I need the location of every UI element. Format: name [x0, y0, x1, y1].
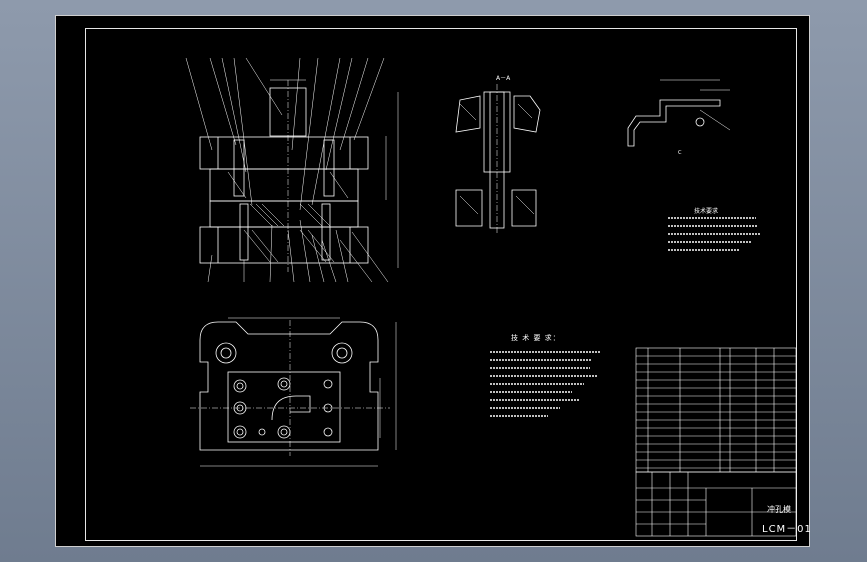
tech-notes-block-1: [668, 217, 760, 251]
title-block-name: 冲孔模: [767, 505, 791, 514]
parts-list: [635, 347, 797, 473]
title-block: [635, 471, 797, 537]
section-a-a: [455, 84, 541, 234]
tech-requirements-heading-1: 技术要求: [694, 208, 719, 215]
detail-label: C: [678, 150, 682, 156]
part-detail: [627, 79, 731, 147]
section-label: A－A: [496, 75, 511, 82]
tech-notes-block-2: [490, 351, 600, 417]
front-section-view: [185, 57, 399, 283]
drawing-sheet: [55, 15, 810, 547]
plan-view: [190, 317, 397, 467]
tech-requirements-heading-2: 技 术 要 求：: [511, 334, 561, 342]
drawing-frame: [85, 28, 797, 541]
drawing-code: LCM－01: [762, 524, 812, 535]
